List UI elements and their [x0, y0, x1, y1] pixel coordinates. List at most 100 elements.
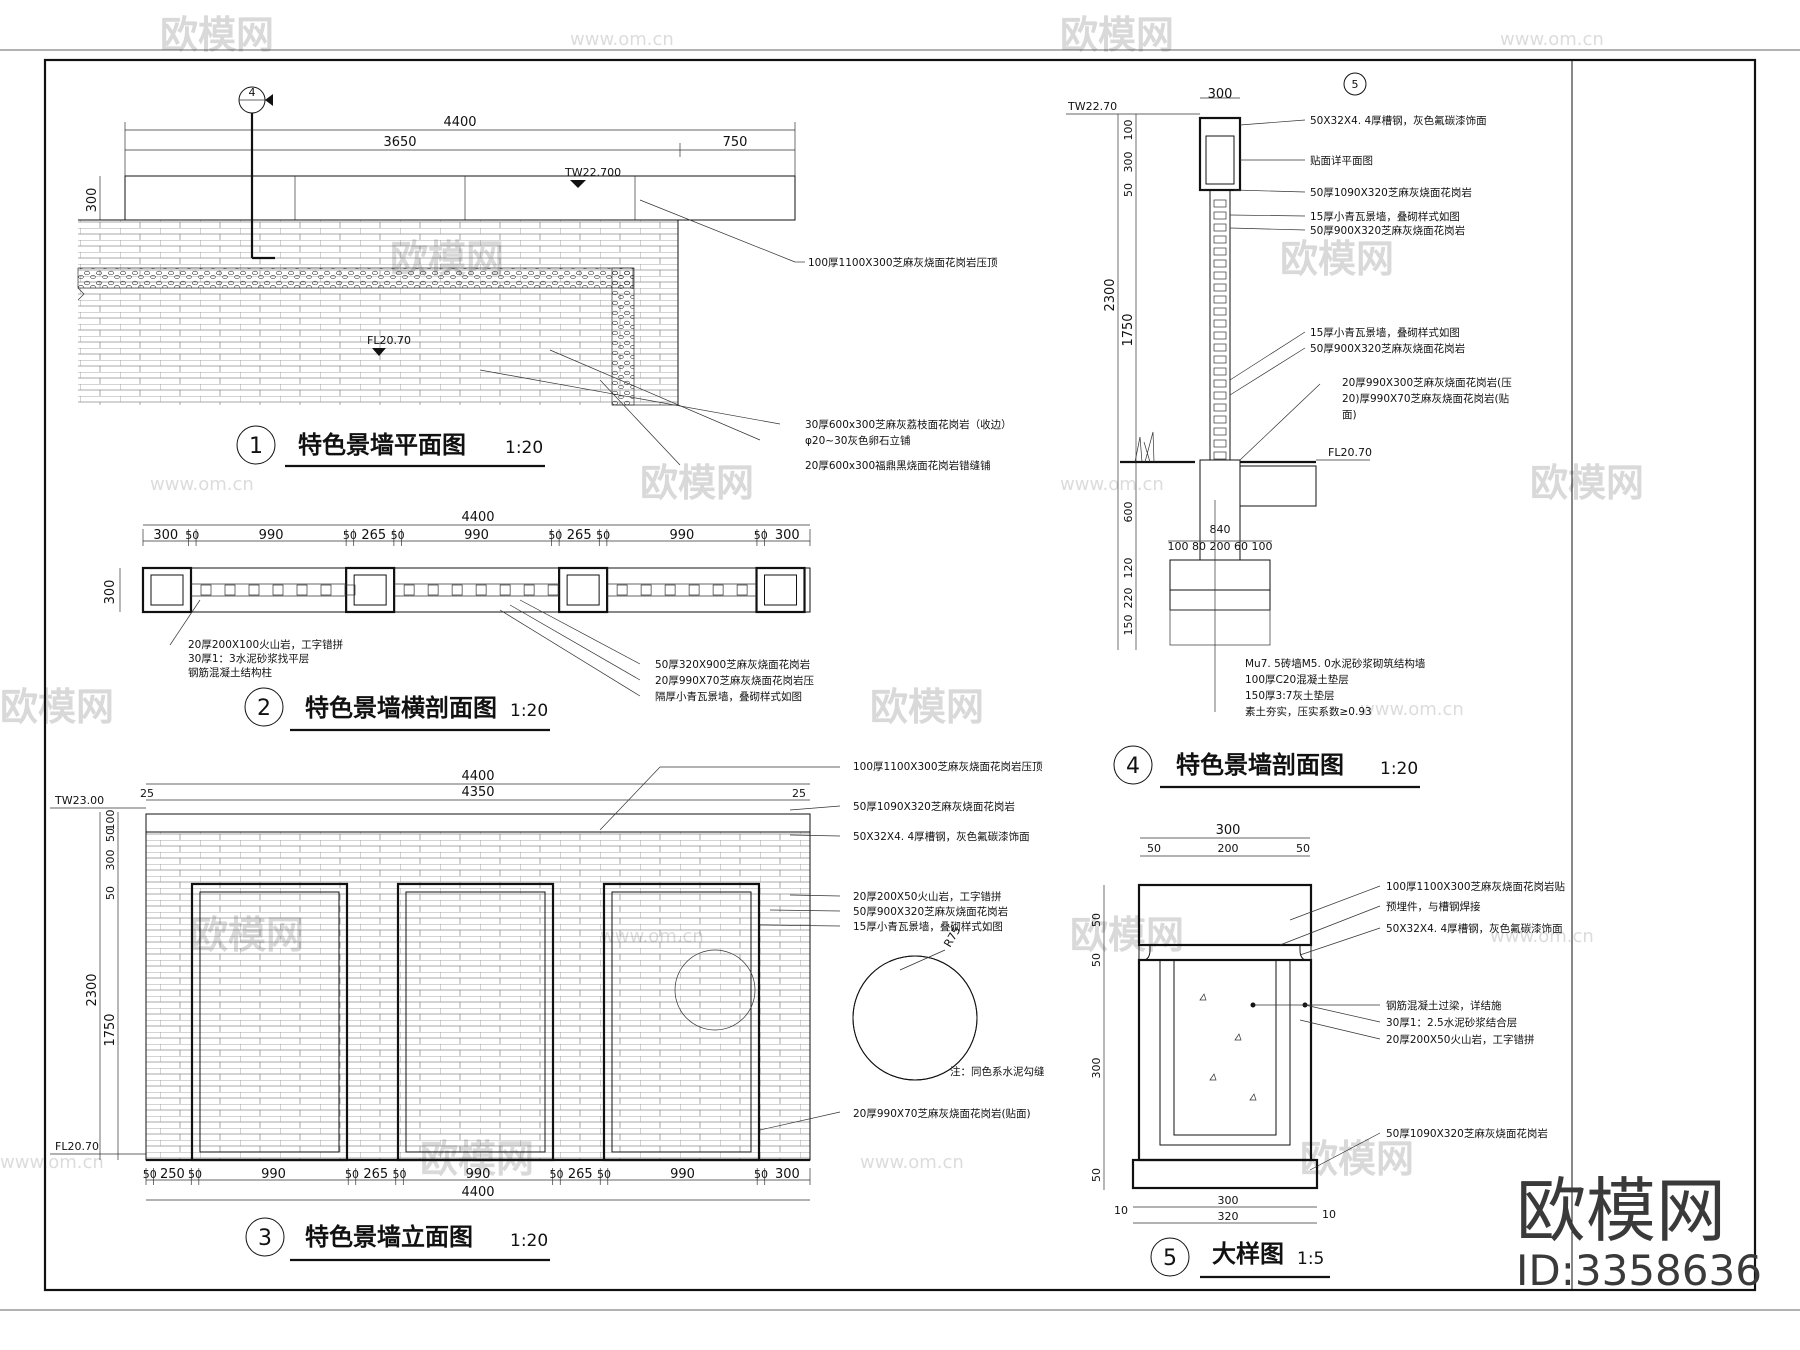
brand-logo: 欧模网 ID:3358636 [1516, 1170, 1762, 1295]
v4-tile-course [1213, 331, 1227, 340]
v1-level-top: TW22.700 [564, 166, 621, 179]
v2-tile [451, 584, 463, 596]
v2-tile [523, 584, 535, 596]
v4-tile-course [1213, 343, 1227, 352]
v5-dim-top-part: 50 [1147, 842, 1161, 855]
v5-dim-edge: 10 [1322, 1208, 1336, 1221]
v1-annotation: 30厚600x300芝麻灰荔枝面花岗岩（收边） [805, 418, 1012, 431]
v2-scale: 1:20 [510, 701, 548, 721]
v2-column [755, 566, 806, 614]
watermark-brand: 欧模网 [640, 461, 754, 505]
v4-left-dim: 100 [1122, 120, 1135, 141]
v4-dim-top: 300 [1208, 87, 1233, 102]
v2-column-core [150, 574, 184, 606]
v3-dim-segment: 50 [345, 1168, 359, 1181]
v4-level-floor: FL20.70 [1328, 446, 1372, 459]
v4-annotation: 20)厚990X70芝麻灰烧面花岗岩(贴 [1342, 392, 1510, 405]
v4-tile-course [1213, 367, 1227, 376]
v1-scale: 1:20 [505, 438, 543, 458]
v4-left-dim: 300 [1122, 152, 1135, 173]
watermark-brand: 欧模网 [870, 685, 984, 729]
v4-tile-course [1213, 355, 1227, 364]
v3-title: 特色景墙立面图 [305, 1223, 473, 1251]
v2-dim-segment: 990 [259, 528, 284, 543]
watermark-url: www.om.cn [860, 1152, 964, 1173]
v2-annotation: 20厚200X100火山岩，工字错拼 [188, 638, 343, 651]
v1-annotation: φ20~30灰色卵石立铺 [805, 434, 910, 447]
v3-dim-segment: 50 [754, 1168, 768, 1181]
v3-annotation: 15厚小青瓦景墙，叠砌样式如图 [853, 920, 1003, 933]
v2-tile [736, 584, 748, 596]
v2-dim-segment: 300 [153, 528, 178, 543]
v4-tile-course [1213, 271, 1227, 280]
v3-scale: 1:20 [510, 1231, 548, 1251]
v3-side-dim: 100 [104, 810, 117, 831]
v4-annotation: 100厚C20混凝土垫层 [1245, 673, 1349, 686]
v5-dim-bottom-total: 320 [1218, 1210, 1239, 1223]
v4-left-dim: 220 [1122, 588, 1135, 609]
v2-tile [403, 584, 415, 596]
v1-dim-right: 750 [723, 135, 748, 150]
v2-tile [272, 584, 284, 596]
view-4-section: TW22.70 300 5 100 300 50 2300 1750 600 1… [1066, 72, 1512, 789]
v3-annotation: 100厚1100X300芝麻灰烧面花岗岩压顶 [853, 760, 1043, 773]
v1-dim-total: 4400 [443, 115, 476, 130]
v2-dim-segment: 50 [754, 529, 768, 542]
v4-tile-course [1213, 415, 1227, 424]
v3-dim-total: 4400 [461, 769, 494, 784]
watermark-url: www.om.cn [1060, 474, 1164, 495]
v2-dim-segment: 50 [548, 529, 562, 542]
v5-annotation: 20厚200X50火山岩，工字错拼 [1386, 1033, 1534, 1046]
watermark-brand: 欧模网 [1070, 913, 1184, 957]
v4-annotation: 15厚小青瓦景墙，叠砌样式如图 [1310, 210, 1460, 223]
v2-tile [616, 584, 628, 596]
v3-level-floor: FL20.70 [55, 1140, 99, 1153]
v4-left-dim: 2300 [1103, 278, 1118, 311]
logo-id: ID:3358636 [1516, 1246, 1762, 1295]
v3-panel-tile [199, 891, 340, 1153]
v4-tile-course [1213, 199, 1227, 208]
v2-tile [664, 584, 676, 596]
watermark-brand: 欧模网 [0, 685, 114, 729]
v5-annotation: 50厚1090X320芝麻灰烧面花岗岩 [1386, 1127, 1548, 1140]
v5-annotation: 钢筋混凝土过梁，详结施 [1386, 999, 1502, 1012]
v4-annotation: 20厚990X300芝麻灰烧面花岗岩(压 [1342, 376, 1512, 389]
v4-scale: 1:20 [1380, 759, 1418, 779]
v4-annotation: 50厚1090X320芝麻灰烧面花岗岩 [1310, 186, 1472, 199]
v2-tile [296, 584, 308, 596]
v4-annotation: 50厚900X320芝麻灰烧面花岗岩 [1310, 224, 1465, 237]
v4-tile-course [1213, 259, 1227, 268]
v2-dim-height: 300 [103, 580, 118, 605]
v2-column-core [566, 574, 600, 606]
v3-side-dim: 50 [104, 828, 117, 842]
v4-section-mark: 5 [1352, 78, 1359, 91]
v4-annotation: 150厚3:7灰土垫层 [1245, 689, 1334, 702]
v4-annotation: Mu7. 5砖墙M5. 0水泥砂浆砌筑结构墙 [1245, 657, 1426, 670]
v4-tile-course [1213, 295, 1227, 304]
v2-tile [224, 584, 236, 596]
watermark-url: www.om.cn [1500, 29, 1604, 50]
v3-annotation: 50厚900X320芝麻灰烧面花岗岩 [853, 905, 1008, 918]
watermark-brand: 欧模网 [1530, 461, 1644, 505]
v3-panel-tile [405, 891, 546, 1153]
v2-dim-segment: 265 [567, 528, 592, 543]
v5-annotation: 50X32X4. 4厚槽钢，灰色氟碳漆饰面 [1386, 922, 1563, 935]
v5-annotation: 30厚1：2.5水泥砂浆结合层 [1386, 1016, 1517, 1029]
v5-dim-top-part: 200 [1218, 842, 1239, 855]
v4-left-dim: 120 [1122, 558, 1135, 579]
v5-title: 大样图 [1212, 1240, 1284, 1268]
v4-dim-footing: 840 [1210, 523, 1231, 536]
v4-tile-course [1213, 247, 1227, 256]
v4-tile-course [1213, 211, 1227, 220]
v3-dim-segment: 990 [670, 1167, 695, 1182]
v2-tile [688, 584, 700, 596]
v3-dim-segment: 265 [568, 1167, 593, 1182]
v2-column [141, 566, 193, 614]
v3-annotation: 20厚990X70芝麻灰烧面花岗岩(贴面) [853, 1107, 1031, 1120]
v2-tile [547, 584, 559, 596]
watermark-url: www.om.cn [1490, 926, 1594, 947]
v4-tile-course [1213, 283, 1227, 292]
v3-dim-segment: 50 [143, 1168, 157, 1181]
v2-tile [640, 584, 652, 596]
